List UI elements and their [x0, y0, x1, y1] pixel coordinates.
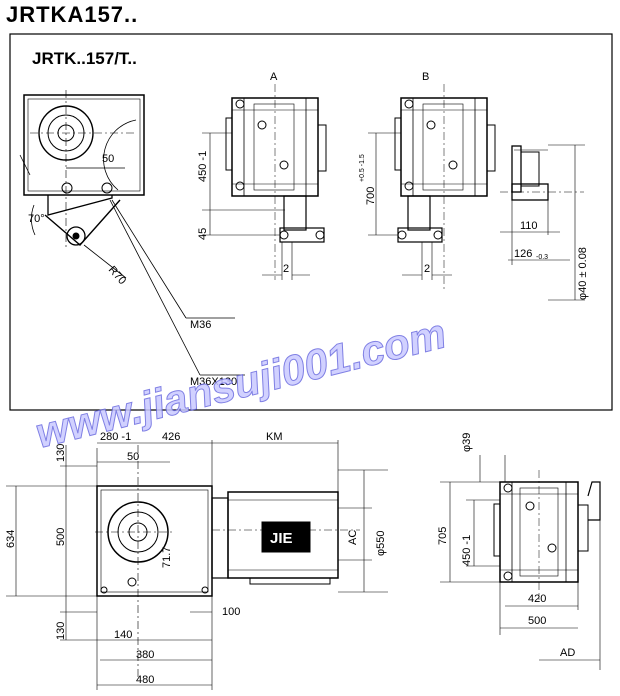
dim-426: 426: [162, 431, 180, 443]
torque-arm-view: [19, 90, 245, 376]
dim-140: 140: [114, 629, 132, 641]
side-view: [440, 455, 601, 670]
dim-km: KM: [266, 431, 283, 443]
dim-705: 705: [437, 527, 449, 545]
gearbox-body-side: [23, 94, 145, 196]
dim-500-b: 500: [528, 615, 546, 627]
dim-phi40: φ40 ± 0.08: [577, 247, 589, 300]
drawing-title: JRTKA157..: [6, 2, 139, 27]
dim-130-top: 130: [55, 444, 67, 462]
brand-logo: JIE: [270, 530, 293, 547]
dim-280: 280 -1: [100, 431, 131, 443]
view-a: [202, 84, 327, 280]
dim-380: 380: [136, 649, 154, 661]
brand-plate: [261, 521, 311, 553]
dim-100: 100: [222, 606, 240, 618]
view-b-label: B: [422, 71, 429, 83]
motor-flange: [211, 497, 229, 579]
dim-angle: 70°: [28, 213, 45, 225]
dim-2-a: 2: [283, 263, 289, 275]
subtitle: JRTK..157/T..: [32, 49, 137, 68]
dim-450-b: 450 -1: [461, 535, 473, 566]
upper-frame: [9, 33, 613, 411]
view-a-label: A: [270, 71, 278, 83]
dim-r70: R70: [106, 264, 128, 287]
dim-480: 480: [136, 674, 154, 686]
dim-500: 500: [55, 528, 67, 546]
dim-420: 420: [528, 593, 546, 605]
view-b: [368, 84, 496, 290]
dim-45: 45: [197, 228, 209, 240]
dim-71-7: 71.7: [161, 547, 173, 568]
dim-126-tolerance: -0.3: [536, 254, 548, 261]
gearbox-housing: [96, 485, 213, 597]
dim-110: 110: [520, 220, 538, 232]
dim-126: 126: [514, 248, 532, 260]
dim-700: 700: [365, 187, 377, 205]
dim-50-top: 50: [102, 153, 114, 165]
label-m36x130: M36X130: [190, 376, 237, 388]
dim-phi39: φ39: [461, 433, 473, 452]
dim-ac: AC: [347, 530, 359, 545]
dim-50-mid: 50: [127, 451, 139, 463]
dim-634: 634: [5, 530, 17, 548]
watermark: www.jiansuji001.com: [31, 309, 451, 456]
torque-arm: [44, 199, 121, 246]
dim-130-bottom: 130: [55, 622, 67, 640]
dim-450-a: 450 -1: [197, 151, 209, 182]
dim-2-b: 2: [424, 263, 430, 275]
dim-phi550: φ550: [375, 531, 387, 557]
dim-ad: AD: [560, 647, 575, 659]
dim-700-tolerance: +0.5 -1.5: [359, 154, 366, 182]
bracket-detail: [500, 144, 585, 301]
label-m36: M36: [190, 319, 211, 331]
main-assembly-view: [6, 440, 388, 690]
